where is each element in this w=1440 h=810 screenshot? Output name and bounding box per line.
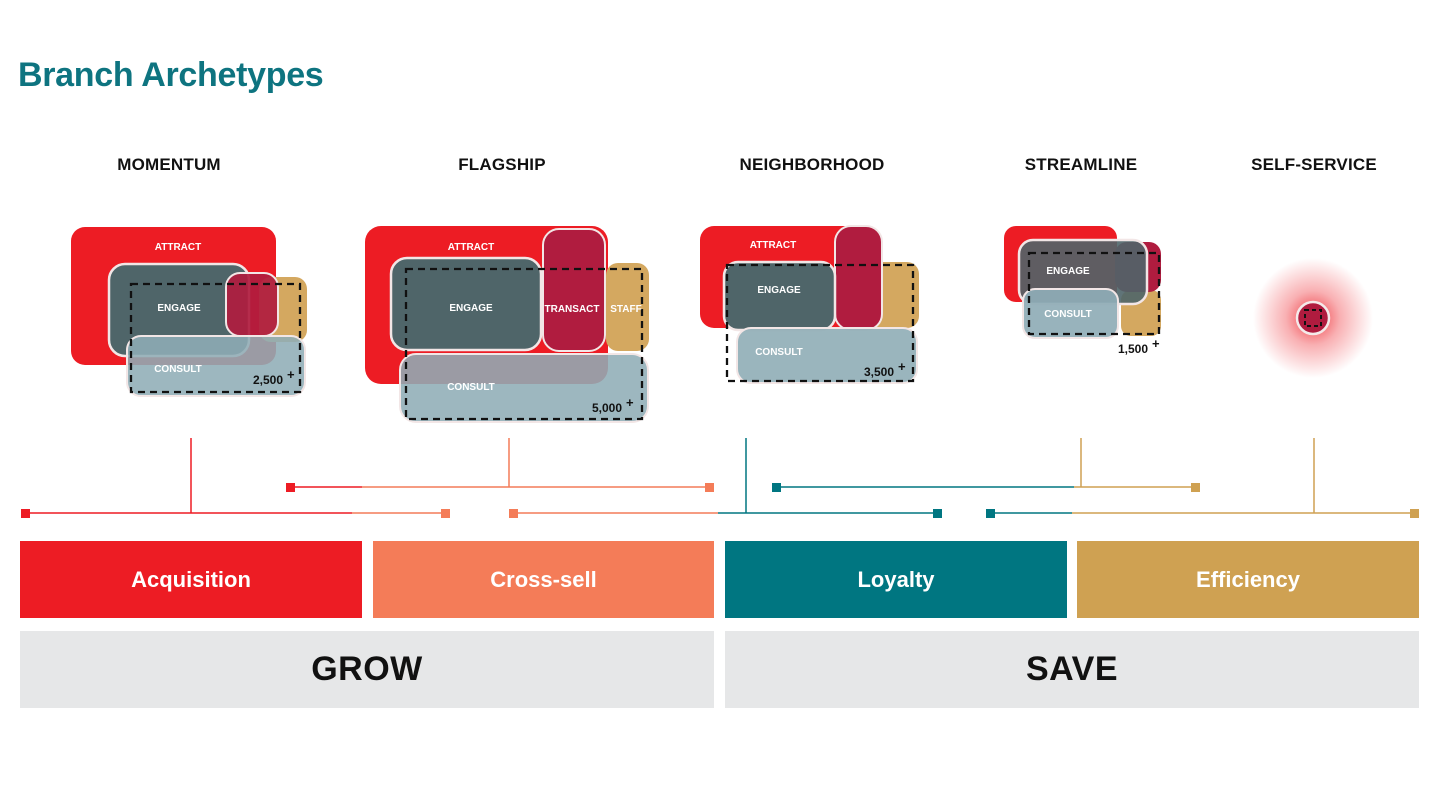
momentum-plus: + xyxy=(287,367,295,382)
archetype-diagram: ATTRACT ENGAGE CONSULT 2,500 + ATTRACT E… xyxy=(21,225,1419,518)
neighborhood-consult-zone xyxy=(736,327,918,384)
momentum-start-marker xyxy=(21,509,30,518)
flagship-engage-zone xyxy=(389,256,543,352)
neighborhood-transact-zone xyxy=(834,225,883,331)
flagship-plus: + xyxy=(626,395,634,410)
streamline-consult-label: CONSULT xyxy=(1044,309,1092,320)
group-save: SAVE xyxy=(725,631,1419,708)
momentum-attract-label: ATTRACT xyxy=(155,242,201,253)
streamline-footprint-outline xyxy=(1027,251,1161,336)
neighborhood-plus: + xyxy=(898,359,906,374)
momentum-consult-zone xyxy=(126,335,306,397)
self-service-end-marker xyxy=(1410,509,1419,518)
objective-loyalty: Loyalty xyxy=(725,541,1067,618)
streamline-plus: + xyxy=(1152,336,1160,351)
neighborhood-engage-zone xyxy=(722,260,837,332)
flagship-consult-zone xyxy=(399,353,649,423)
flagship-transact-zone xyxy=(542,228,606,352)
flagship-sqft: 5,000 xyxy=(592,401,622,415)
neighborhood-attract-label: ATTRACT xyxy=(750,240,796,251)
range-endpoints xyxy=(21,483,1419,518)
neighborhood-engage-label: ENGAGE xyxy=(757,285,801,296)
neighborhood-diagram: ATTRACT ENGAGE CONSULT 3,500 + xyxy=(700,225,919,384)
momentum-transact-zone xyxy=(225,272,279,337)
momentum-footprint-outline xyxy=(129,282,302,394)
self-service-footprint-outline xyxy=(1304,309,1322,327)
flagship-staff-label: STAFF xyxy=(610,304,641,315)
self-service-start-marker xyxy=(986,509,995,518)
flagship-staff-zone xyxy=(606,263,649,351)
self-service-kiosk-icon xyxy=(1295,300,1331,336)
momentum-diagram: ATTRACT ENGAGE CONSULT 2,500 + xyxy=(71,227,307,397)
flagship-end-marker xyxy=(705,483,714,492)
streamline-diagram: ENGAGE CONSULT 1,500 + xyxy=(1004,226,1161,356)
connector-lines xyxy=(25,438,1414,514)
objective-acquisition: Acquisition xyxy=(20,541,362,618)
streamline-start-marker xyxy=(772,483,781,492)
objective-cross-sell: Cross-sell xyxy=(373,541,714,618)
flagship-footprint-outline xyxy=(404,267,644,421)
neighborhood-consult-label: CONSULT xyxy=(755,347,803,358)
flagship-consult-label: CONSULT xyxy=(447,382,495,393)
objective-efficiency: Efficiency xyxy=(1077,541,1419,618)
streamline-end-marker xyxy=(1191,483,1200,492)
neighborhood-sqft: 3,500 xyxy=(864,365,894,379)
group-grow: GROW xyxy=(20,631,714,708)
neighborhood-start-marker xyxy=(509,509,518,518)
flagship-transact-label: TRANSACT xyxy=(545,304,600,315)
archetype-label-flagship: FLAGSHIP xyxy=(458,155,546,174)
page-title: Branch Archetypes xyxy=(18,56,324,94)
neighborhood-footprint-outline xyxy=(725,263,915,383)
flagship-diagram: ATTRACT ENGAGE TRANSACT STAFF CONSULT 5,… xyxy=(365,226,649,423)
archetype-label-neighborhood: NEIGHBORHOOD xyxy=(739,155,885,174)
archetype-label-momentum: MOMENTUM xyxy=(117,155,221,174)
flagship-engage-label: ENGAGE xyxy=(449,303,493,314)
momentum-consult-label: CONSULT xyxy=(154,364,202,375)
archetype-label-self-service: SELF-SERVICE xyxy=(1251,155,1377,174)
self-service-diagram xyxy=(1253,258,1373,378)
momentum-engage-label: ENGAGE xyxy=(157,303,201,314)
streamline-sqft: 1,500 xyxy=(1118,342,1148,356)
flagship-start-marker xyxy=(286,483,295,492)
streamline-engage-label: ENGAGE xyxy=(1046,266,1090,277)
neighborhood-end-marker xyxy=(933,509,942,518)
flagship-attract-label: ATTRACT xyxy=(448,242,494,253)
archetype-label-streamline: STREAMLINE xyxy=(1024,155,1138,174)
momentum-sqft: 2,500 xyxy=(253,373,283,387)
momentum-end-marker xyxy=(441,509,450,518)
streamline-consult-zone xyxy=(1022,288,1119,339)
